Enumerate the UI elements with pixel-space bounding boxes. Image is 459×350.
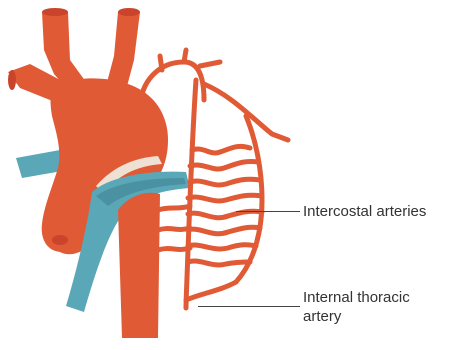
aorta-cap-lower — [52, 235, 68, 245]
internal-thoracic-artery-label: Internal thoracic artery — [303, 288, 410, 326]
thoracic-leader-line — [198, 306, 300, 307]
internal-thoracic-label-line-2: artery — [303, 307, 410, 326]
intercostal-leader-line — [236, 211, 300, 212]
internal-thoracic-label-line-1: Internal thoracic — [303, 288, 410, 307]
aorta-cap-mid — [118, 8, 140, 16]
aorta-cap-left — [42, 8, 68, 16]
intercostal-arteries-label: Intercostal arteries — [303, 202, 426, 221]
aorta-bottom — [122, 330, 158, 338]
descending-aorta — [118, 193, 160, 338]
aorta-cap-outer — [8, 70, 16, 90]
